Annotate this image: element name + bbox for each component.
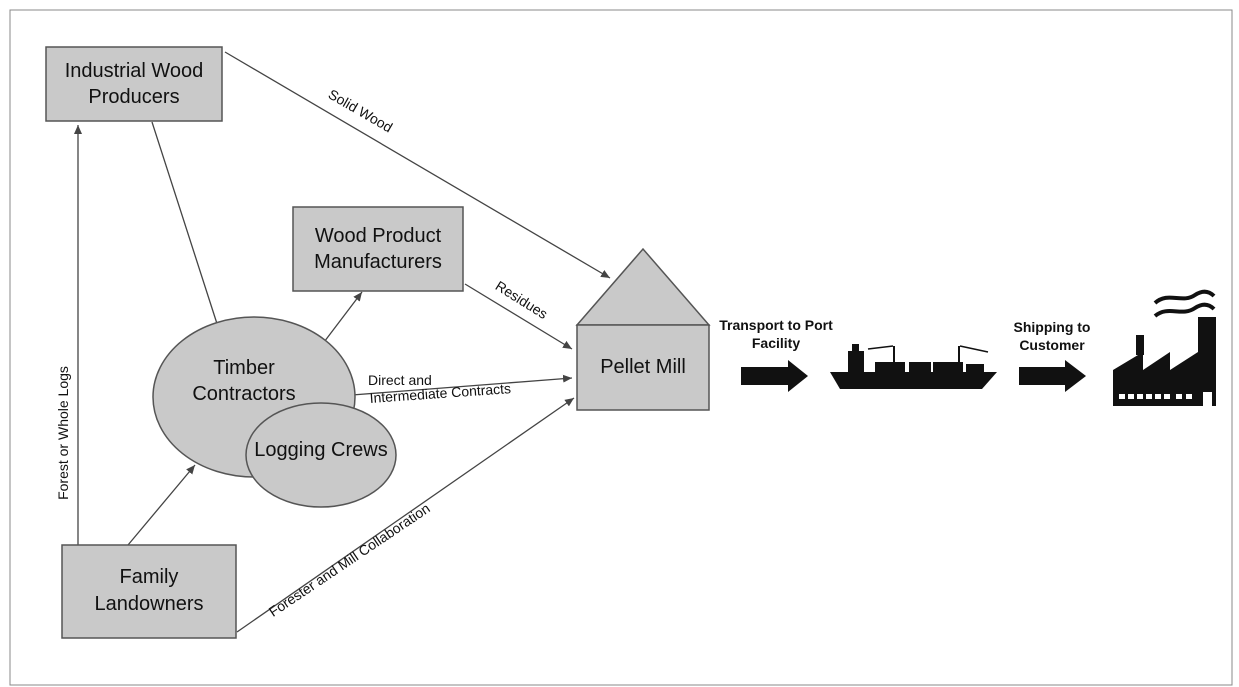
edge-label-forester-collab: Forester and Mill Collaboration [266,500,433,620]
edge-landowners-to-contractors [127,464,196,546]
node-label: Logging Crews [254,439,387,461]
shipping-arrow-icon [1019,360,1086,392]
node-label: Contractors [192,383,295,405]
node-pellet-mill: Pellet Mill [575,247,711,411]
node-industrial-wood-producers: Industrial Wood Producers [45,46,223,122]
node-label: Wood Product [315,225,442,247]
node-label: Family [120,566,179,588]
node-family-landowners: Family Landowners [61,544,237,639]
transport-arrow-icon [741,360,808,392]
node-label: Industrial Wood [65,60,204,82]
edge-label-forest-logs: Forest or Whole Logs [55,366,71,500]
node-wood-product-manufacturers: Wood Product Manufacturers [292,206,464,292]
node-label: Manufacturers [314,251,442,273]
diagram-frame [9,9,1233,686]
node-label: Landowners [95,593,204,615]
node-logging-crews: Logging Crews [245,402,397,508]
edge-label-direct: Direct and [368,372,432,388]
shipping-label: Customer [1019,337,1085,353]
node-label: Pellet Mill [600,356,686,378]
factory-icon [1113,289,1216,406]
edge-direct-contracts [351,374,573,396]
edge-residues [464,283,573,350]
shipping-label: Shipping to [1014,319,1091,335]
edge-label-residues: Residues [493,278,551,323]
transport-label: Facility [752,335,800,351]
node-label: Timber [213,357,275,379]
node-label: Producers [88,86,179,108]
edge-producers-to-contractors [151,121,222,334]
edge-label-solid-wood: Solid Wood [326,86,396,136]
edge-forester-collab [236,397,575,633]
edge-solid-wood [224,51,611,279]
transport-label: Transport to Port [719,317,833,333]
cargo-ship-icon [830,344,997,389]
